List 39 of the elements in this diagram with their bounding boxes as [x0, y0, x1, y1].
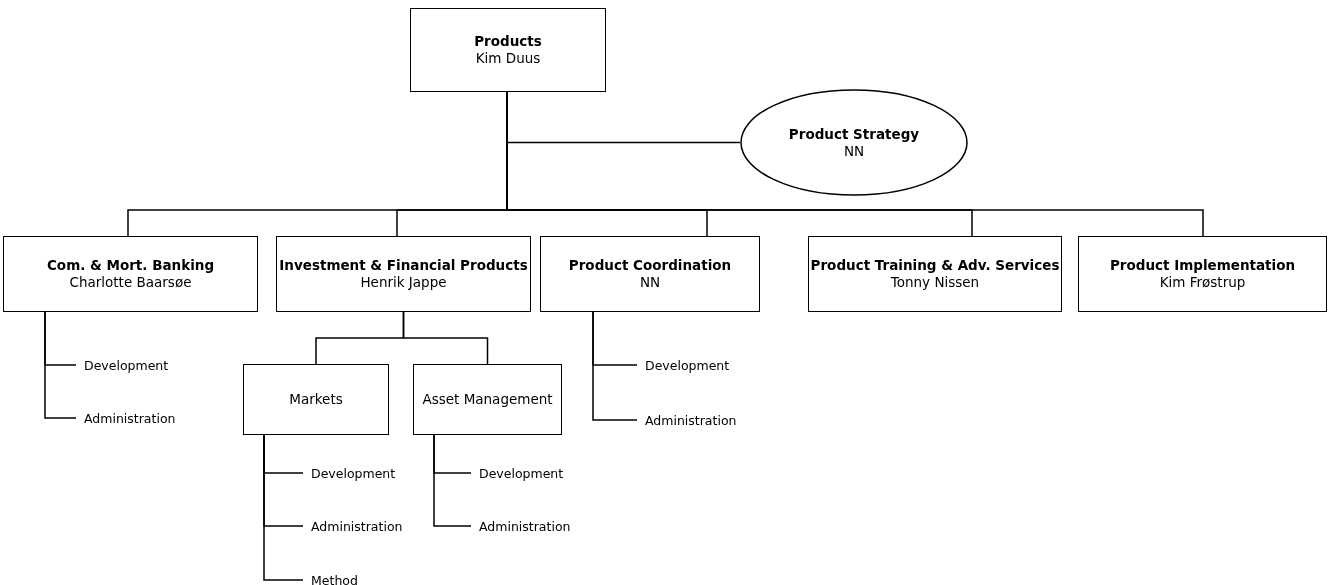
unit-label: Administration — [645, 410, 775, 430]
unit-label: Administration — [84, 408, 214, 428]
unit-label: Method — [311, 570, 391, 585]
unit-label: Development — [479, 463, 599, 483]
staff-ellipse — [740, 89, 968, 196]
unit-title: Asset Management — [422, 391, 553, 408]
unit-label: Development — [84, 355, 204, 375]
org-box — [410, 8, 606, 92]
connector-line — [402, 311, 489, 365]
connector-line — [263, 434, 304, 581]
unit-title: Products — [474, 33, 542, 50]
manager-name: Henrik Jappe — [360, 274, 447, 291]
org-box — [808, 236, 1062, 312]
manager-name: Kim Duus — [475, 50, 541, 67]
org-box — [413, 364, 562, 435]
manager-name: Kim Frøstrup — [1159, 274, 1246, 291]
unit-title: Com. & Mort. Banking — [46, 257, 215, 274]
manager-name: Tonny Nissen — [890, 274, 980, 291]
unit-title: Markets — [289, 391, 343, 408]
org-box — [540, 236, 760, 312]
manager-name: NN — [843, 142, 865, 160]
connector-line — [592, 311, 638, 421]
unit-title: Product Training & Adv. Services — [810, 257, 1060, 274]
unit-title: Investment & Financial Products — [279, 257, 528, 274]
unit-title: Product Strategy — [788, 125, 920, 143]
org-box — [276, 236, 531, 312]
manager-name: NN — [639, 274, 661, 291]
unit-label: Development — [311, 463, 431, 483]
org-box — [1078, 236, 1327, 312]
manager-name: Charlotte Baarsøe — [69, 274, 192, 291]
unit-title: Product Implementation — [1109, 257, 1296, 274]
connector-line — [44, 311, 77, 419]
unit-title: Product Coordination — [568, 257, 732, 274]
unit-label: Development — [645, 355, 765, 375]
org-box — [3, 236, 258, 312]
unit-label: Administration — [479, 516, 609, 536]
unit-label: Administration — [311, 516, 441, 536]
connector-line — [433, 434, 472, 527]
org-box — [243, 364, 389, 435]
